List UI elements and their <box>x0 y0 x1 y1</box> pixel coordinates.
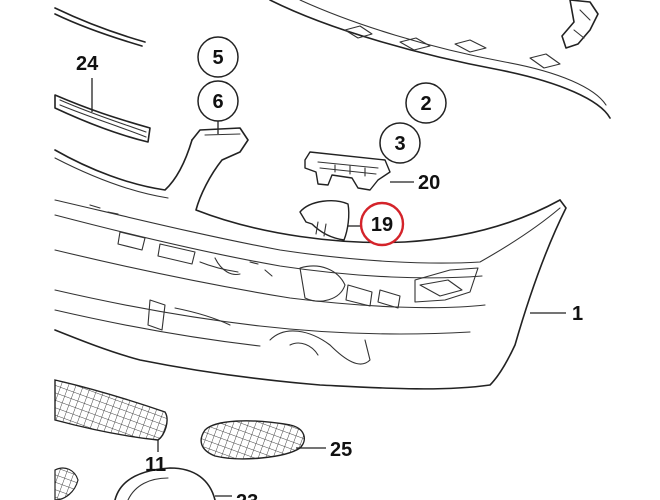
label-2: 2 <box>420 93 431 115</box>
label-1: 1 <box>572 303 583 325</box>
bracket-part-20 <box>304 151 414 191</box>
trim-strip-top <box>54 7 146 47</box>
label-19: 19 <box>371 214 393 236</box>
label-25: 25 <box>330 439 352 461</box>
bumper-cover <box>54 199 567 390</box>
tow-hook-cover-19 <box>299 200 362 241</box>
callout-circle-19-highlight <box>359 201 405 247</box>
label-3: 3 <box>394 133 405 155</box>
label-24: 24 <box>76 53 99 75</box>
callout-circle-3 <box>379 122 421 164</box>
callout-circle-5 <box>197 36 239 78</box>
bottom-parts <box>54 467 232 500</box>
label-bottom-cut: 23 <box>236 491 258 500</box>
label-6: 6 <box>212 91 223 113</box>
fog-grille-25 <box>200 420 326 460</box>
callout-circle-6 <box>197 80 239 122</box>
hood-panel <box>269 0 611 119</box>
bumper-top-edge <box>54 127 561 244</box>
upper-bracket <box>561 0 599 49</box>
callout-circle-2 <box>405 82 447 124</box>
label-11: 11 <box>145 454 166 476</box>
lower-grille-11 <box>54 379 168 452</box>
trim-strip-24 <box>54 78 151 143</box>
label-5: 5 <box>212 47 223 69</box>
label-20: 20 <box>418 172 440 194</box>
